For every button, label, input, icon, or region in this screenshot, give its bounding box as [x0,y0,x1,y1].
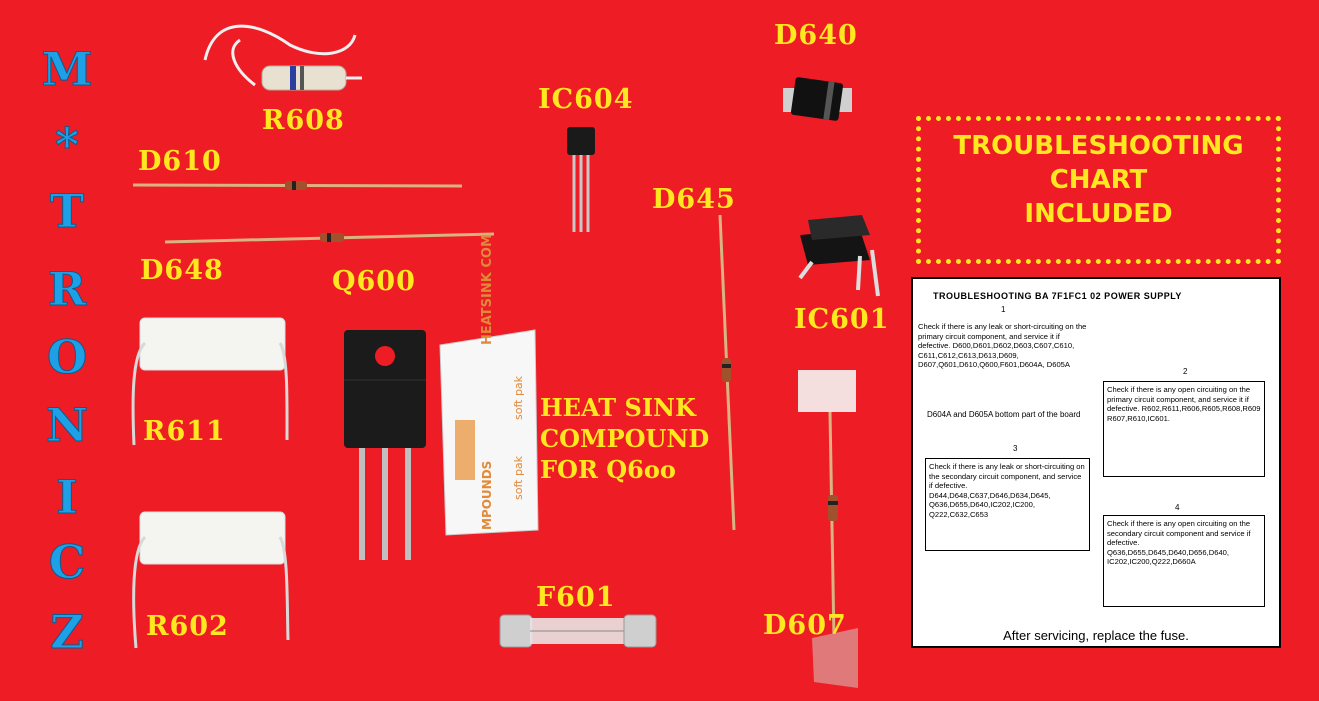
label-r608: R608 [262,105,345,136]
packet-print: soft pak [512,375,525,420]
chart-title: TROUBLESHOOTING BA 7F1FC1 02 POWER SUPPL… [933,291,1182,301]
brand-letter: M [41,42,93,97]
label-f601: F601 [536,582,616,613]
packet-print: HEATSINK COM [480,234,495,345]
q600-transistor [344,330,426,560]
ic601-optocoupler [798,215,880,297]
ic604-transistor [567,127,595,232]
heatsink-line2: COMPOUND [540,424,710,453]
r602-resistor [132,511,290,649]
label-d610: D610 [138,146,222,177]
r608-resistor [203,24,362,91]
step1-box: Check if there is any leak or short-circ… [918,322,1087,370]
brand-letter: I [56,470,79,525]
troubleshooting-banner: TROUBLESHOOTING CHART INCLUDED [916,116,1281,264]
step-number: 1 [1001,305,1006,314]
heatsink-line3: FOR Q6oo [540,455,676,484]
step-number: 3 [1013,444,1018,453]
label-ic601: IC601 [794,304,890,335]
step-number: 2 [1183,367,1188,376]
d607-diode [798,370,858,688]
step4-box: Check if there is any open circuiting on… [1103,515,1265,607]
step1-note: D604A and D605A bottom part of the board [927,410,1081,419]
banner-line2: CHART [1049,165,1148,195]
label-d648: D648 [140,255,224,286]
banner-line3: INCLUDED [1024,199,1173,229]
heatsink-packet [439,329,539,536]
label-d607: D607 [763,610,847,641]
brand-letter: N [45,398,89,453]
step2-box: Check if there is any open circuiting on… [1103,381,1265,477]
d610-diode [132,181,463,190]
brand-letter: Z [50,605,85,660]
label-q600: Q600 [332,266,416,297]
step3-box: Check if there is any leak or short-circ… [925,458,1090,551]
troubleshooting-chart: TROUBLESHOOTING BA 7F1FC1 02 POWER SUPPL… [911,277,1281,648]
label-ic604: IC604 [538,84,634,115]
f601-fuse [499,614,657,648]
brand-letter: T [49,184,85,239]
label-r611: R611 [143,416,226,447]
label-d645: D645 [652,184,736,215]
banner-line1: TROUBLESHOOTING [953,131,1244,161]
d640-diode [783,77,852,121]
brand-letter: * [54,118,80,173]
chart-footer: After servicing, replace the fuse. [1003,628,1189,643]
brand-letter: O [46,330,88,385]
brand-letter: R [47,262,87,317]
heatsink-line1: HEAT SINK [540,393,696,422]
label-d640: D640 [774,20,858,51]
step-number: 4 [1175,503,1180,512]
packet-print: soft pak [512,455,525,500]
r611-resistor [131,317,289,446]
packet-print: MPOUNDS [480,460,494,530]
brand-letter: C [48,535,86,590]
d645-diode [718,214,736,531]
label-r602: R602 [146,611,229,642]
d648-diode [164,232,495,244]
